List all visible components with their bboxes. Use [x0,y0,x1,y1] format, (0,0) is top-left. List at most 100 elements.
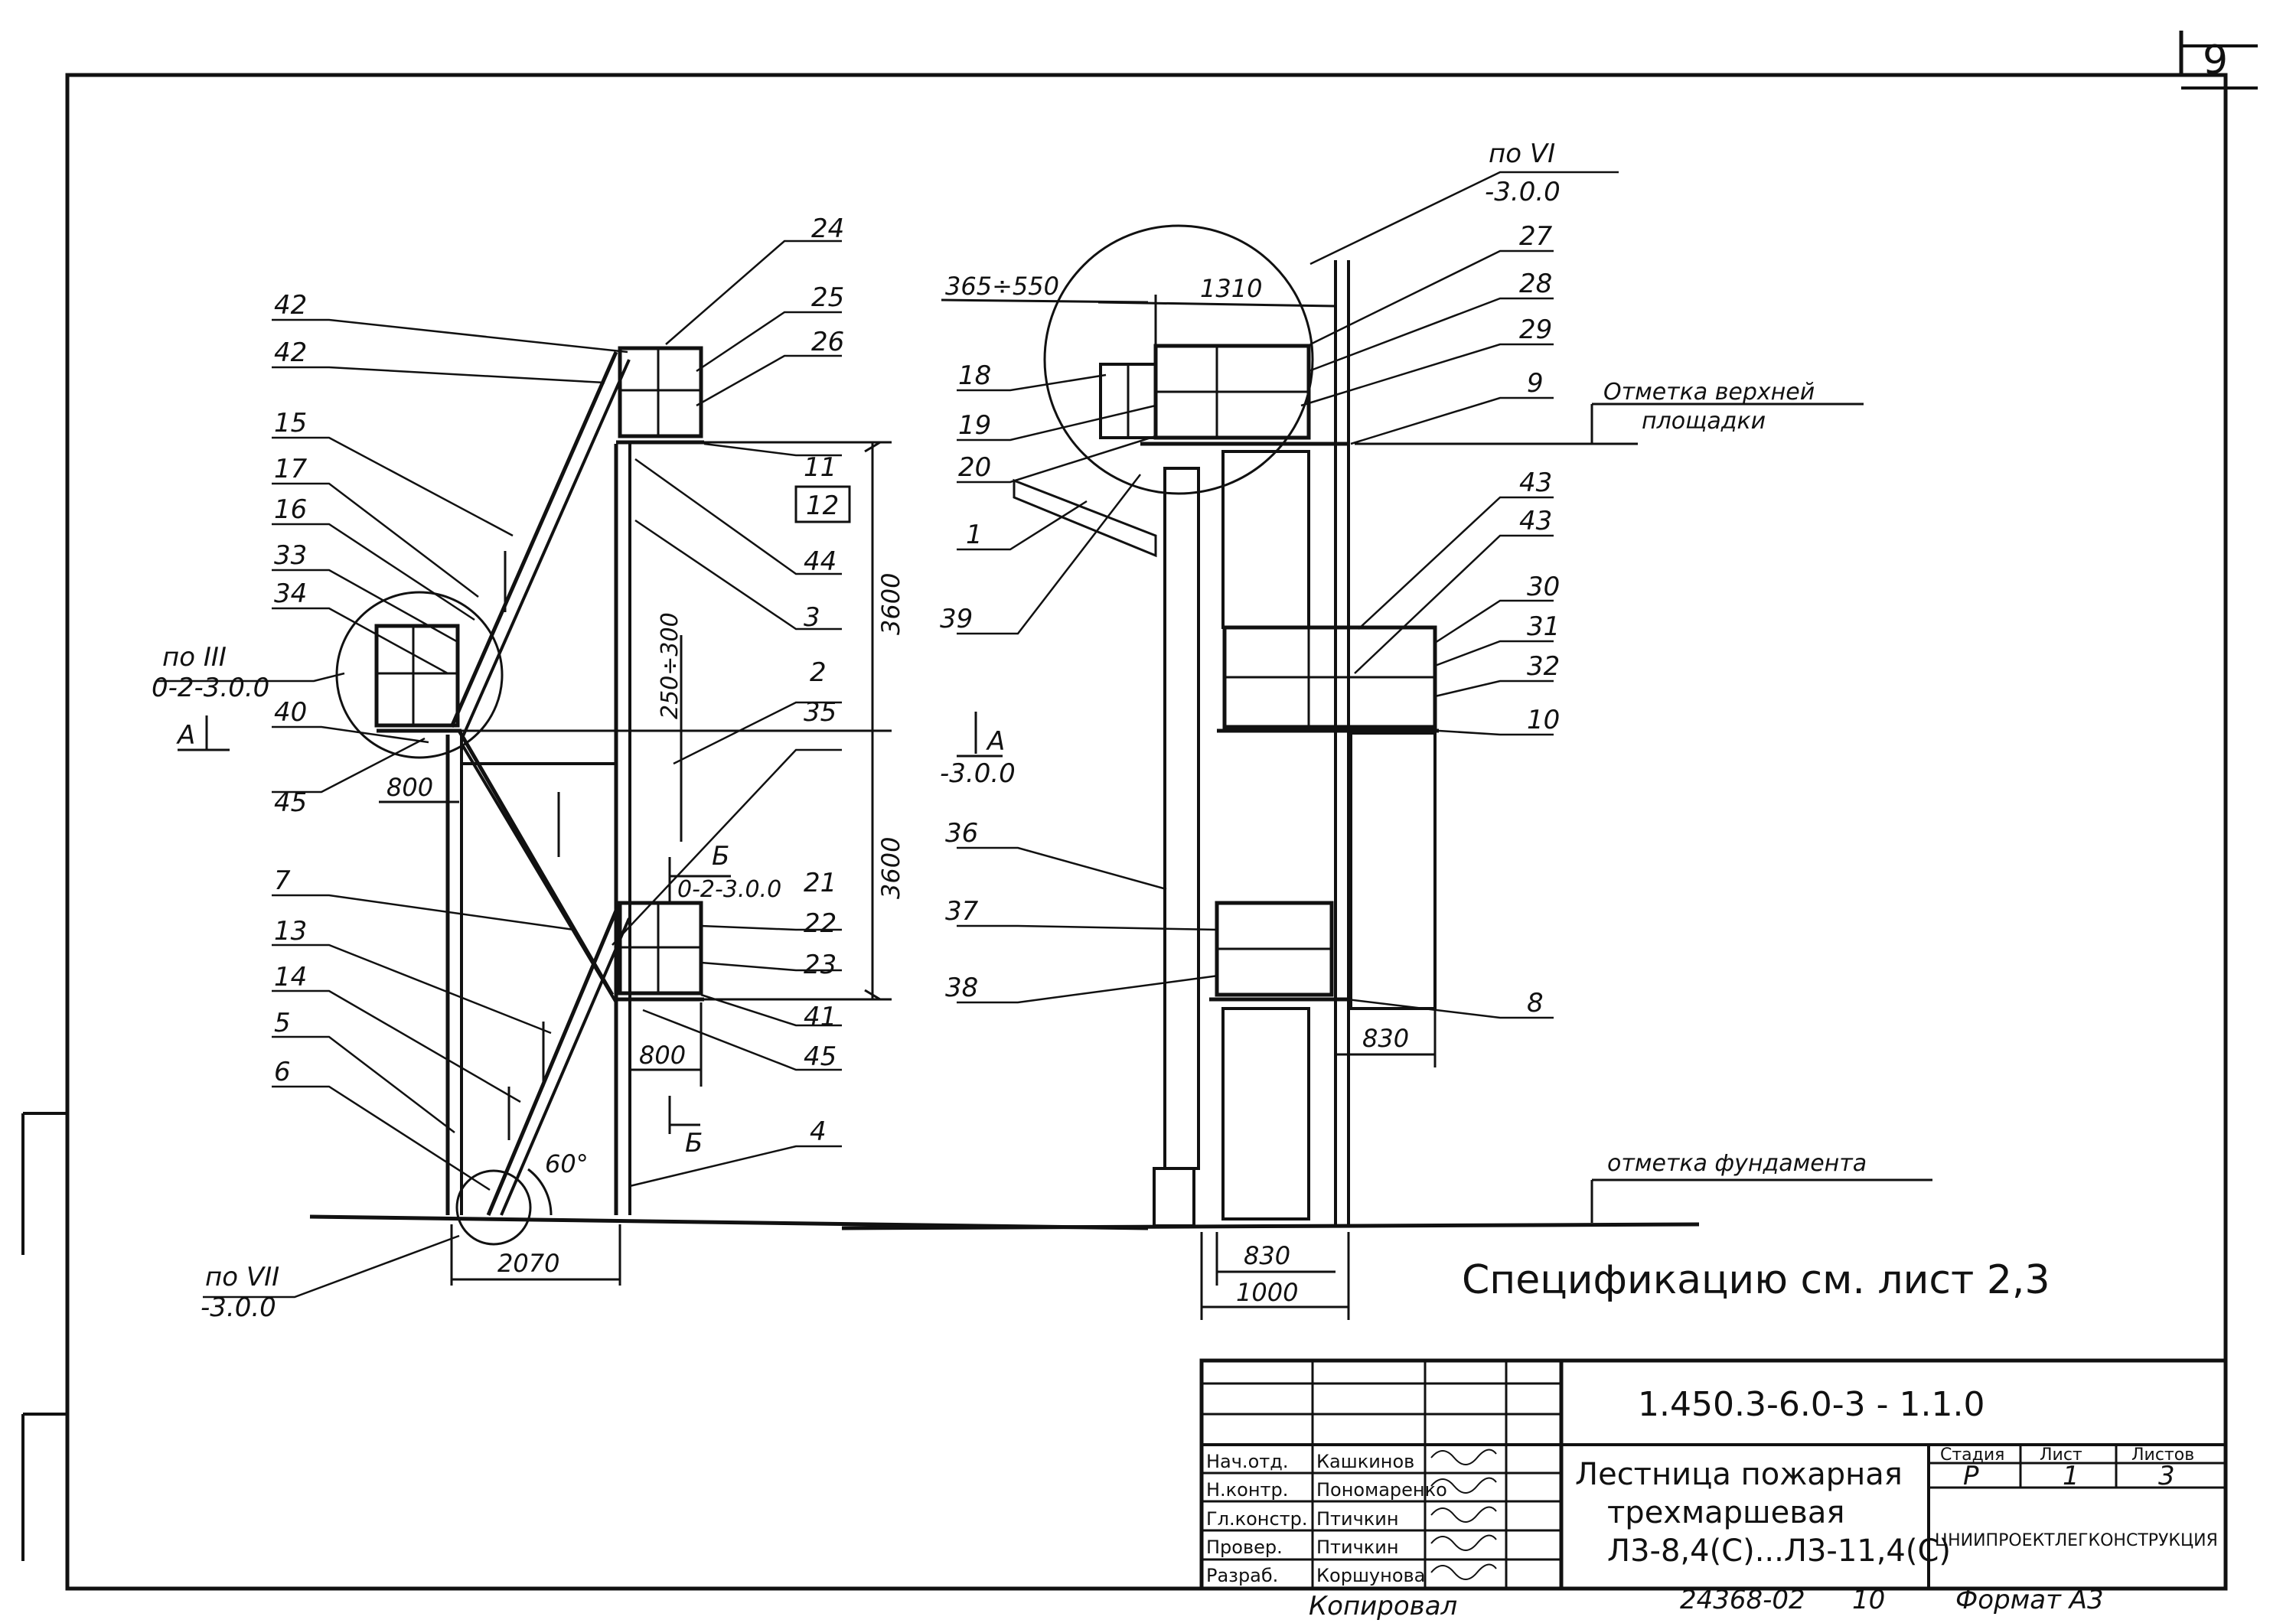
ref-28: 28 [1519,269,1552,299]
section-A-left: А [176,720,195,751]
title-block [1199,1358,2228,1591]
ref-9: 9 [1527,368,1544,399]
ref-3: 3 [804,602,820,633]
ref-22: 22 [804,908,837,939]
wall-footing [1153,1167,1195,1227]
callout-detail-VII: по VII [205,1262,279,1292]
signer-role-3: Провер. [1206,1537,1283,1558]
left-view [178,346,1149,1286]
spec-note: Спецификацию см. лист 2,3 [1462,1257,2050,1303]
ref-5: 5 [274,1008,291,1038]
ref-41: 41 [804,1002,837,1032]
copied-by: Копировал [1309,1591,1457,1621]
ref-40: 40 [274,697,307,728]
ref-23: 23 [804,950,837,980]
dim-1310: 1310 [1200,274,1262,303]
ref-15: 15 [274,408,307,438]
ref-34: 34 [274,578,307,609]
inventory-no: 24368-02 [1680,1585,1805,1615]
ref-13: 13 [274,916,307,947]
lower-flight [486,910,618,1216]
dim-830-base: 830 [1244,1241,1290,1270]
foundation-level-label: отметка фундамента [1607,1150,1867,1177]
ref-36: 36 [945,818,978,849]
sheet-frame [21,31,2258,1591]
dim-365-550: 365÷550 [945,272,1059,301]
dim-1000: 1000 [1236,1278,1298,1307]
right-leaders [957,171,1619,1019]
ref-12-box [794,485,851,523]
wall [1163,467,1200,1170]
section-A-right: А [986,726,1005,757]
lower-flight-front [1221,1007,1310,1221]
page-number: 9 [2203,37,2228,83]
top-level-label-2: площадки [1642,408,1766,435]
ref-11: 11 [804,452,837,483]
ref-6: 6 [274,1057,291,1087]
title-block-text: 1.450.3-6.0-3 - 1.1.0 Лестница пожарная … [1206,1385,2218,1586]
ref-32: 32 [1527,651,1560,682]
middle-flight-front [1349,732,1437,1010]
section-B-sheet: 0-2-3.0.0 [677,876,781,903]
ref-10: 10 [1527,705,1560,735]
ref-17: 17 [274,454,308,484]
ref-38: 38 [945,973,978,1003]
callout-detail-VII-sheet: -3.0.0 [201,1292,276,1323]
signer-role-0: Нач.отд. [1206,1451,1288,1472]
stage-label: Стадия [1940,1445,2004,1465]
stage-value: Р [1963,1461,1979,1491]
ref-42b: 42 [274,337,307,368]
ref-37: 37 [945,896,979,927]
ref-1: 1 [966,520,983,550]
ref-24: 24 [811,213,844,244]
upper-flight-front [1221,450,1310,629]
signature-marks [1430,1449,1497,1580]
dim-angle-60: 60° [545,1149,589,1178]
ref-44: 44 [804,546,837,577]
ref-43b: 43 [1519,506,1552,536]
ref-12: 12 [806,490,839,521]
signer-name-4: Коршунова [1316,1565,1425,1586]
title-line3: Л3-8,4(С)...Л3-11,4(С) [1607,1533,1951,1569]
signer-role-2: Гл.констр. [1206,1508,1308,1530]
format-label: Формат А3 [1955,1585,2104,1615]
ref-8: 8 [1527,988,1544,1018]
ref-26: 26 [811,327,844,357]
ref-25: 25 [811,282,844,313]
ref-39: 39 [940,604,973,634]
callout-detail-III: по III [162,642,227,673]
ref-45a: 45 [274,787,307,818]
ref-33: 33 [274,540,307,571]
signer-role-4: Разраб. [1206,1565,1278,1586]
detail-circle-VI [1043,224,1314,495]
signer-role-1: Н.контр. [1206,1479,1288,1501]
ref-29: 29 [1519,314,1552,345]
ref-19: 19 [958,410,991,441]
title-line1: Лестница пожарная [1575,1457,1903,1492]
top-platform [618,346,703,438]
ref-2: 2 [810,657,827,688]
ref-14: 14 [274,962,307,992]
callout-detail-VI-sheet: -3.0.0 [1485,177,1561,207]
detail-circle-VII [455,1169,532,1246]
ref-30: 30 [1527,572,1560,602]
callout-detail-VI: по VI [1489,139,1555,169]
dim-2070: 2070 [497,1249,559,1278]
dim-250-300: 250÷300 [657,612,683,719]
ref-7: 7 [274,865,291,896]
mid-platform [374,624,460,728]
sheets-label: Листов [2131,1445,2194,1465]
dim-800-left: 800 [386,773,433,802]
section-A-right-sheet: -3.0.0 [940,758,1016,789]
section-B-top: Б [712,841,729,872]
signer-name-1: Пономаренко [1316,1479,1447,1501]
ref-42a: 42 [274,290,307,321]
top-level-label-1: Отметка верхней [1603,379,1815,406]
ref-4: 4 [810,1116,827,1147]
ref-31: 31 [1527,611,1560,642]
foundation-line [841,1222,1700,1230]
ref-45b: 45 [804,1041,837,1072]
right-view [841,224,1932,1320]
dim-800-right: 800 [639,1041,686,1070]
